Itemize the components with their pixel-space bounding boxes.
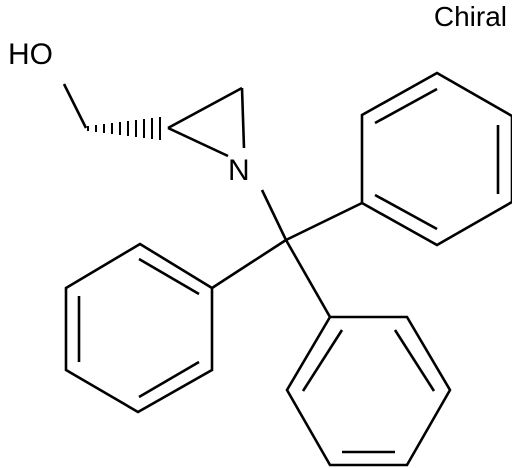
bond-ctrityl-ph1 — [285, 201, 363, 242]
bond-ctrityl-ph3 — [284, 239, 332, 318]
bond-c2-n — [167, 126, 229, 158]
bond-c2-c3 — [167, 86, 243, 130]
nitrogen-label: N — [228, 154, 250, 187]
phenyl-ring-upper — [360, 71, 512, 247]
phenyl-ring-left — [64, 242, 214, 414]
phenyl-ring-lower — [285, 315, 452, 467]
chiral-label: Chiral — [434, 1, 507, 32]
bond-n-ctrityl — [260, 189, 288, 241]
bond-ctrityl-ph2 — [211, 238, 287, 290]
bond-c3-n — [240, 87, 246, 149]
bond-o-ch2 — [62, 83, 88, 129]
hashed-wedge-bond — [87, 117, 161, 140]
hydroxyl-label: HO — [8, 38, 53, 71]
